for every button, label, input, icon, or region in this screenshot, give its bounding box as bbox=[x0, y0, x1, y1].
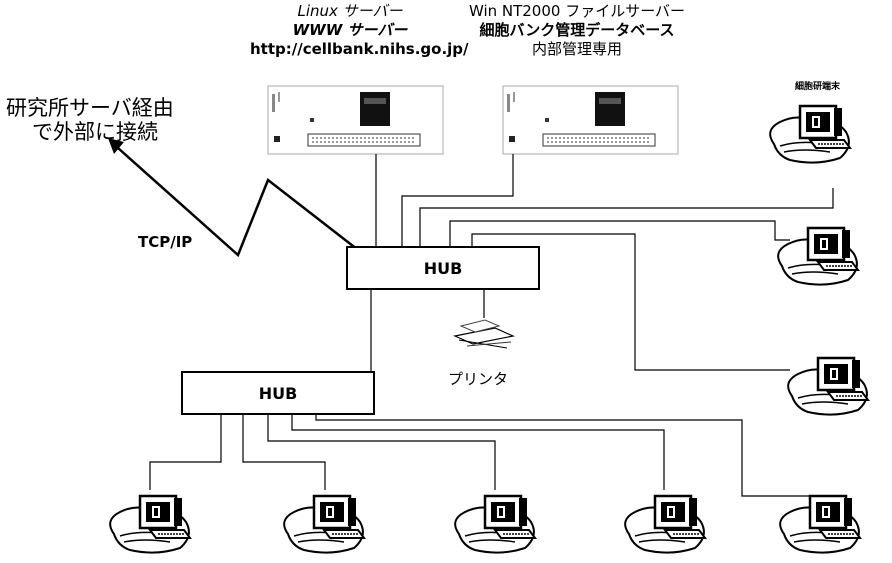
terminal-icon bbox=[780, 496, 860, 553]
terminal-tag: 細胞研端末 bbox=[795, 82, 840, 93]
hub-main: HUB bbox=[346, 246, 540, 290]
terminal-icon bbox=[788, 358, 868, 415]
printer-icon bbox=[455, 320, 513, 348]
winnt-server-line2: 細胞バンク管理データベース bbox=[452, 21, 702, 40]
winnt-server-icon bbox=[503, 86, 678, 154]
linux-server-label: Linux サーバー WWW サーバー http://cellbank.nihs… bbox=[250, 2, 450, 58]
terminal-icon bbox=[110, 496, 190, 553]
external-line1: 研究所サーバ経由 bbox=[6, 96, 174, 120]
winnt-server-line3: 内部管理専用 bbox=[452, 40, 702, 59]
linux-server-icon bbox=[268, 86, 443, 154]
terminal-icon bbox=[778, 228, 858, 285]
linux-server-url: http://cellbank.nihs.go.jp/ bbox=[250, 40, 450, 59]
terminal-icon bbox=[284, 496, 364, 553]
printer-label: プリンタ bbox=[448, 370, 508, 389]
terminal-icon bbox=[455, 496, 535, 553]
protocol-label: TCP/IP bbox=[138, 233, 192, 252]
hub-sub: HUB bbox=[181, 371, 375, 415]
winnt-server-line1: Win NT2000 ファイルサーバー bbox=[452, 2, 702, 21]
external-connection-label: 研究所サーバ経由 で外部に接続 bbox=[6, 96, 174, 144]
winnt-server-label: Win NT2000 ファイルサーバー 細胞バンク管理データベース 内部管理専用 bbox=[452, 2, 702, 58]
linux-server-line2: WWW サーバー bbox=[250, 21, 450, 40]
terminal-icon bbox=[625, 496, 705, 553]
terminal-icon bbox=[770, 106, 850, 163]
external-line2: で外部に接続 bbox=[6, 120, 174, 144]
linux-server-line1: Linux サーバー bbox=[250, 2, 450, 21]
